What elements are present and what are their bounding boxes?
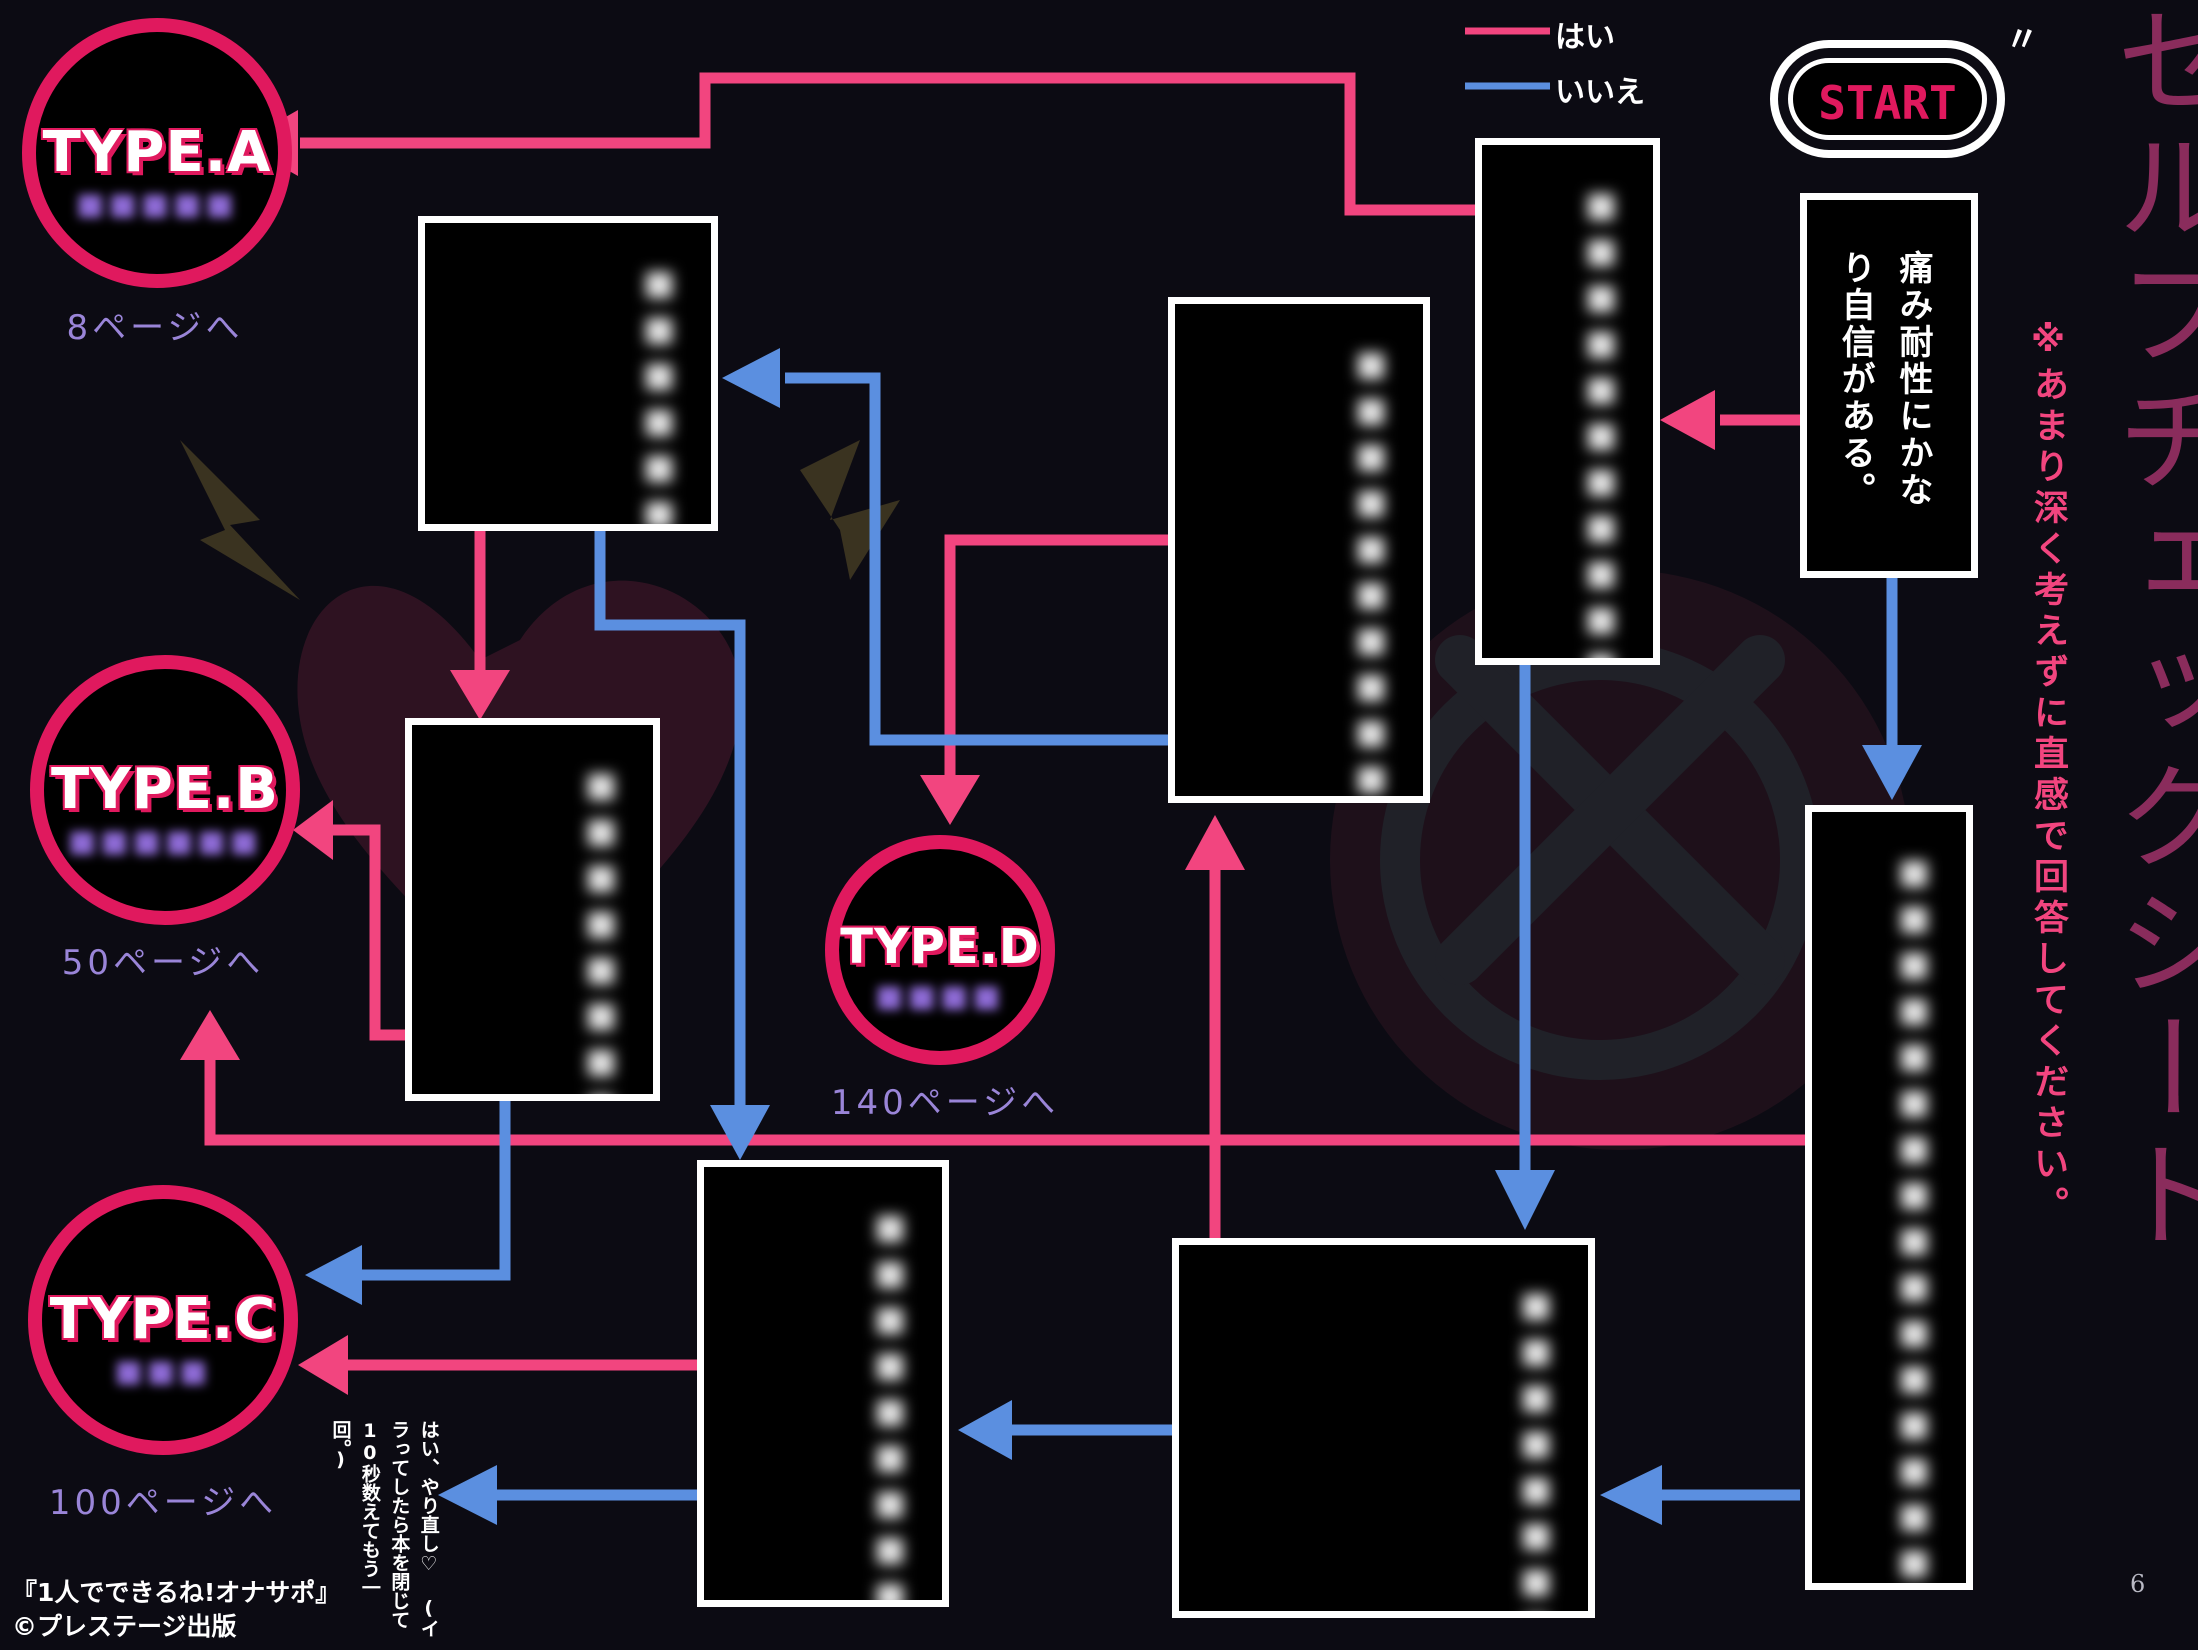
- arrow-to-q7-from-q8: [958, 1400, 1012, 1460]
- type-d-page-ref: 140ページへ: [830, 1083, 1060, 1123]
- legend-no-label: いいえ: [1555, 75, 1645, 110]
- type-c-page-ref: 100ページへ: [48, 1483, 278, 1523]
- type-b-hidden-label: ■■■■■■: [67, 824, 263, 859]
- type-a-hidden-label: ■■■■■: [76, 187, 238, 222]
- type-c-hidden-label: ■■■: [114, 1354, 212, 1389]
- arrow-to-type-b: [293, 800, 333, 860]
- path-q5-yes: [330, 824, 410, 1041]
- arrow-to-q8: [1495, 1170, 1555, 1230]
- start-badge: START: [1770, 40, 2005, 158]
- arrow-to-q5: [450, 670, 510, 720]
- page-number: 6: [2130, 1570, 2146, 1598]
- question-box-6: ■■■■■■■■■■■■■■■■■■■■■■: [1805, 805, 1973, 1590]
- retry-note: はい、やり直し♡ (イラってしたら本を閉じて10秒数えてもう一回。): [329, 1420, 440, 1638]
- question-box-7: ■■■■■■■■■■■■■■■■■■■■■■: [697, 1160, 949, 1607]
- type-b-circle: TYPE.B ■■■■■■: [30, 655, 300, 925]
- sheet-subtitle: ※あまり深く考えずに直感で回答してください。: [2028, 320, 2068, 1227]
- sheet-title: セルフチェックシート: [2095, 0, 2198, 1260]
- credit-book: 『1人でできるね!オナサポ』: [12, 1578, 341, 1607]
- question-8-hidden-text: ■■■■■■■■■■■■■■■■■■■■■■: [1199, 1285, 1568, 1611]
- type-b-page-ref: 50ページへ: [61, 943, 265, 983]
- arrow-to-q2: [1660, 390, 1715, 450]
- arrow-to-q8-from-q6: [1600, 1465, 1662, 1525]
- path-q5-no: [360, 1100, 511, 1281]
- type-c-name: TYPE.C: [49, 1287, 277, 1352]
- question-box-8: ■■■■■■■■■■■■■■■■■■■■■■: [1172, 1238, 1595, 1618]
- arrow-to-q3: [722, 348, 780, 408]
- arrow-to-q4: [1185, 815, 1245, 870]
- question-box-5: ■■■■■■■■■■■■■■■■■■■■■■: [405, 718, 660, 1101]
- type-c-circle: TYPE.C ■■■: [28, 1185, 298, 1455]
- arrow-q5-to-type-c: [305, 1245, 362, 1305]
- question-3-hidden-text: ■■■■■■■■■■■■■■■■■■■■■■: [445, 263, 691, 524]
- path-q4-yes: [944, 534, 1170, 780]
- arrow-to-type-c: [298, 1335, 348, 1395]
- credit-publisher: ©プレステージ出版: [12, 1612, 237, 1641]
- arrow-to-type-d: [920, 775, 980, 825]
- path-q4-no: [785, 372, 1170, 746]
- path-q2-yes: [300, 72, 1480, 216]
- type-a-circle: TYPE.A ■■■■■: [22, 18, 292, 288]
- path-q6-yes: [204, 1060, 1810, 1146]
- question-4-hidden-text: ■■■■■■■■■■■■■■■■■■■■■■: [1195, 344, 1403, 796]
- question-6-hidden-text: ■■■■■■■■■■■■■■■■■■■■■■: [1894, 852, 1934, 1590]
- background-lightning-icon: [180, 440, 900, 600]
- question-7-hidden-text: ■■■■■■■■■■■■■■■■■■■■■■: [724, 1207, 922, 1600]
- arrow-up-to-type-b: [180, 1010, 240, 1060]
- type-d-circle: TYPE.D ■■■■: [825, 835, 1055, 1065]
- legend-yes-label: はい: [1555, 20, 1615, 55]
- question-box-1: 痛み耐性にかなり自信がある。: [1800, 193, 1978, 578]
- type-d-name: TYPE.D: [840, 919, 1040, 975]
- type-a-name: TYPE.A: [42, 120, 272, 185]
- type-a-page-ref: 8ページへ: [66, 308, 244, 348]
- question-2-hidden-text: ■■■■■■■■■■■■■■■■■■■■■■: [1502, 185, 1633, 658]
- question-box-4: ■■■■■■■■■■■■■■■■■■■■■■: [1168, 297, 1430, 803]
- arrow-to-q7: [710, 1105, 770, 1160]
- question-box-3: ■■■■■■■■■■■■■■■■■■■■■■: [418, 216, 718, 531]
- question-1-text: 痛み耐性にかなり自信がある。: [1835, 250, 1933, 509]
- start-label: START: [1818, 76, 1957, 130]
- type-b-name: TYPE.B: [50, 757, 279, 822]
- path-q3-no: [594, 530, 746, 1110]
- question-box-2: ■■■■■■■■■■■■■■■■■■■■■■: [1475, 138, 1660, 665]
- arrow-to-retry: [438, 1465, 497, 1525]
- arrow-to-q6: [1862, 745, 1922, 800]
- type-d-hidden-label: ■■■■: [875, 979, 1005, 1014]
- question-5-hidden-text: ■■■■■■■■■■■■■■■■■■■■■■: [432, 765, 633, 1094]
- start-spark-icon: 〃: [2005, 20, 2039, 60]
